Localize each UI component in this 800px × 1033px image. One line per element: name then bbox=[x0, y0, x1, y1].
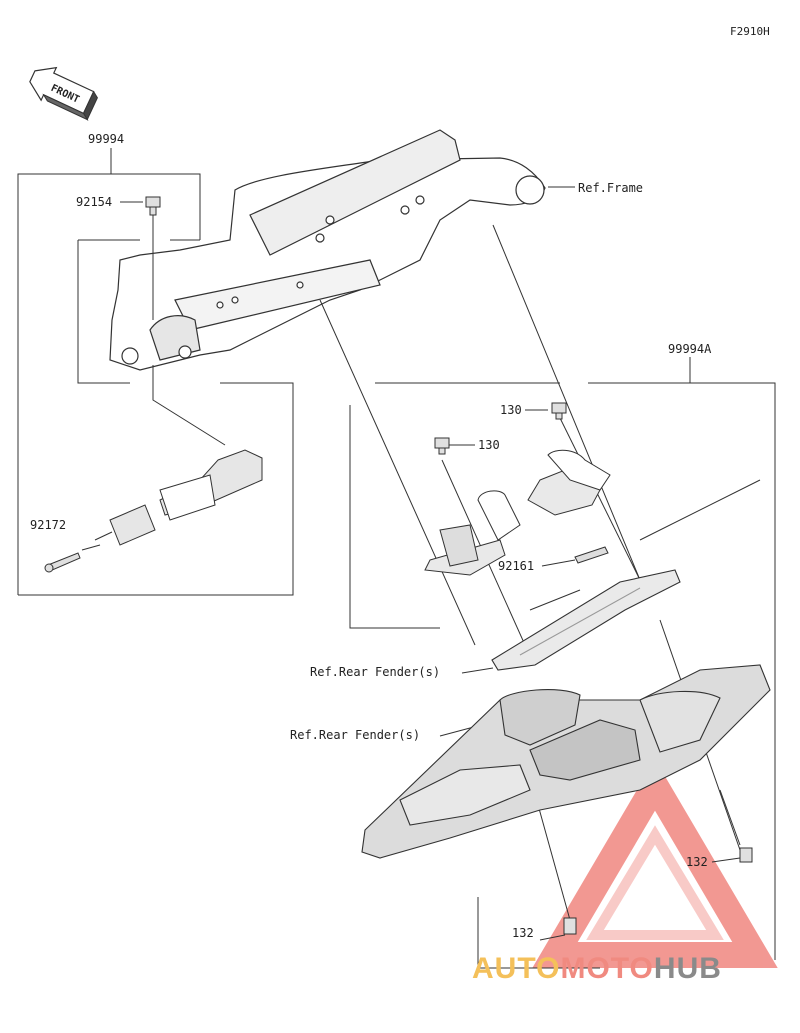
fender-stay-plate bbox=[491, 569, 681, 671]
label-92154: 92154 bbox=[76, 195, 113, 209]
label-ref-frame: Ref.Frame bbox=[578, 181, 644, 195]
label-ref-rear-fender-2: Ref.Rear Fender(s) bbox=[290, 728, 421, 742]
watermark-hub: HUB bbox=[653, 952, 722, 985]
label-92161: 92161 bbox=[498, 559, 535, 573]
kit-99994-bracket bbox=[17, 148, 294, 596]
label-130-b: 130 bbox=[478, 438, 500, 452]
label-kit-99994a: 99994A bbox=[668, 342, 712, 356]
label-130-a: 130 bbox=[500, 403, 522, 417]
watermark-logo bbox=[532, 759, 778, 968]
diagram-code: F2910H bbox=[730, 25, 770, 38]
label-92172: 92172 bbox=[30, 518, 67, 532]
frame-ref-drawing bbox=[109, 129, 546, 371]
bolt-92154 bbox=[145, 196, 161, 216]
mount-bracket-assembly bbox=[94, 449, 263, 546]
pad-92161 bbox=[574, 546, 609, 564]
watermark-moto: MOTO bbox=[560, 952, 654, 985]
watermark-auto: AUTO bbox=[472, 952, 561, 985]
plate-bracket-left bbox=[424, 490, 521, 576]
label-kit-99994: 99994 bbox=[88, 132, 125, 146]
bolt-132-b bbox=[563, 917, 577, 935]
bolt-130-a bbox=[551, 402, 567, 420]
label-132-a: 132 bbox=[686, 855, 708, 869]
watermark-text: AUTOMOTOHUB bbox=[472, 952, 722, 986]
plate-bracket-right bbox=[527, 449, 611, 516]
label-ref-rear-fender-1: Ref.Rear Fender(s) bbox=[310, 665, 441, 679]
bolt-130-b bbox=[434, 437, 450, 455]
bolt-132-a bbox=[739, 847, 753, 863]
rear-fender-ref-drawing bbox=[361, 664, 771, 859]
kit-99994a-bracket bbox=[349, 357, 776, 969]
label-132-b: 132 bbox=[512, 926, 534, 940]
pin-92172 bbox=[44, 552, 81, 573]
front-arrow-icon: FRONT bbox=[29, 66, 98, 121]
